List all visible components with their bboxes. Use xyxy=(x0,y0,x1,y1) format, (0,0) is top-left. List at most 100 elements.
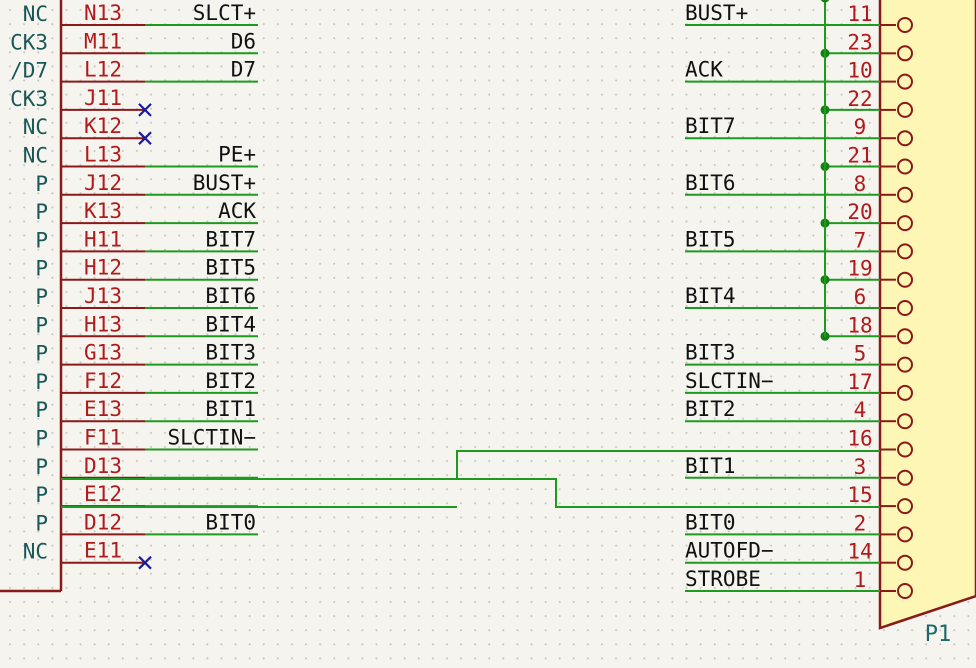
connector-pin-number: 21 xyxy=(847,144,872,168)
net-label: BIT5 xyxy=(205,256,256,280)
net-label: BIT3 xyxy=(205,341,256,365)
ic-pin-name: P xyxy=(35,342,48,366)
net-label: BUST+ xyxy=(193,171,256,195)
ic-pin-number: E11 xyxy=(84,539,122,563)
ic-pin-number: L12 xyxy=(84,58,122,82)
no-connect-icon xyxy=(138,555,152,570)
net-label: BIT2 xyxy=(205,369,256,393)
connector-reference: P1 xyxy=(925,622,952,647)
net-label: BIT7 xyxy=(685,114,736,138)
net-label: BIT1 xyxy=(205,397,256,421)
connector-pin-circle xyxy=(897,328,913,345)
ic-pin-name: NC xyxy=(23,540,48,564)
ic-pin-name: P xyxy=(35,483,48,507)
ic-pin-number: J11 xyxy=(84,86,122,110)
connector-pin-number: 18 xyxy=(847,313,872,337)
ic-pin-number: E12 xyxy=(84,482,122,506)
connector-pin-number: 2 xyxy=(854,511,867,535)
net-label: BIT6 xyxy=(205,284,256,308)
connector-pin-circle xyxy=(897,526,913,543)
ic-pin-name: P xyxy=(35,398,48,422)
ic-pin-number: H13 xyxy=(84,312,122,336)
net-label: BIT0 xyxy=(205,510,256,534)
ic-pin-name: NC xyxy=(23,115,48,139)
wire-d13-to-pin16 xyxy=(61,450,880,480)
ic-pin-name: P xyxy=(35,313,48,337)
connector-pins: 11BUST+2310ACK229BIT7218BIT6207BIT5196BI… xyxy=(685,1,913,599)
connector-pin-number: 5 xyxy=(854,342,867,366)
ic-pin-name: /D7 xyxy=(10,59,48,83)
connector-pin-circle xyxy=(897,583,913,599)
connector-pin-number: 7 xyxy=(854,228,867,252)
net-label: AUTOFD− xyxy=(685,539,774,563)
ic-pin-name: P xyxy=(35,511,48,535)
ic-pin-number: J13 xyxy=(84,284,122,308)
connector-pin-number: 19 xyxy=(847,257,872,281)
net-label: ACK xyxy=(685,58,723,82)
connector-pin-circle xyxy=(897,554,913,571)
ic-pin-number: G13 xyxy=(84,341,122,365)
ic-pin-name: P xyxy=(35,172,48,196)
connector-p1[interactable]: 11BUST+2310ACK229BIT7218BIT6207BIT5196BI… xyxy=(685,0,976,647)
connector-pin-number: 11 xyxy=(847,2,872,26)
ic-pin-number: N13 xyxy=(84,1,122,25)
net-label: D7 xyxy=(231,58,256,82)
ic-pin-name: CK3 xyxy=(10,30,48,54)
connector-pin-number: 8 xyxy=(854,172,867,196)
connector-pin-circle xyxy=(897,215,913,232)
net-label: D6 xyxy=(231,29,256,53)
connector-pin-number: 22 xyxy=(847,87,872,111)
ic-pin-name: NC xyxy=(23,144,48,168)
ic-pin-number: H12 xyxy=(84,256,122,280)
ic-pin-number: K13 xyxy=(84,199,122,223)
net-label: BIT3 xyxy=(685,341,736,365)
connector-pin-circle xyxy=(897,17,913,33)
net-label: BIT7 xyxy=(205,227,256,251)
ic-pin-name: P xyxy=(35,455,48,479)
connector-pin-circle xyxy=(897,158,913,175)
connector-pin-circle xyxy=(897,243,913,260)
net-label: ACK xyxy=(218,199,256,223)
connector-pin-number: 1 xyxy=(854,568,867,592)
connector-pin-circle xyxy=(897,130,913,147)
net-label: STROBE xyxy=(685,567,761,591)
crossing-wires[interactable] xyxy=(61,450,880,508)
ic-pin-number: M11 xyxy=(84,29,122,53)
connector-pin-number: 16 xyxy=(847,427,872,451)
connector-pin-circle xyxy=(897,73,913,90)
connector-pin-number: 10 xyxy=(847,59,872,83)
net-label: SLCT+ xyxy=(193,1,256,25)
ground-bus[interactable] xyxy=(820,0,830,337)
net-label: SLCTIN− xyxy=(685,369,774,393)
no-connect-icon xyxy=(138,103,152,117)
connector-pin-number: 4 xyxy=(854,398,867,422)
ic-pin-number: D12 xyxy=(84,510,122,534)
no-connect-icon xyxy=(138,131,152,145)
junction-dot xyxy=(820,0,830,3)
net-label: PE+ xyxy=(218,143,256,167)
net-label: BIT5 xyxy=(685,227,736,251)
ic-pin-number: K12 xyxy=(84,114,122,138)
ic-pin-number: F11 xyxy=(84,426,122,450)
net-label: BIT4 xyxy=(685,284,736,308)
connector-pin-number: 14 xyxy=(847,540,872,564)
connector-pin-circle xyxy=(897,101,913,118)
ic-pin-number: E13 xyxy=(84,397,122,421)
net-label: BIT6 xyxy=(685,171,736,195)
connector-pin-number: 20 xyxy=(847,200,872,224)
ic-pin-name: P xyxy=(35,370,48,394)
connector-pin-number: 3 xyxy=(854,455,867,479)
net-label: BIT0 xyxy=(685,510,736,534)
ic-pin-name: P xyxy=(35,228,48,252)
connector-pin-number: 23 xyxy=(847,30,872,54)
connector-pin-number: 15 xyxy=(847,483,872,507)
net-label: BIT4 xyxy=(205,312,256,336)
net-label: BIT1 xyxy=(685,454,736,478)
connector-pin-number: 17 xyxy=(847,370,872,394)
connector-pin-circle xyxy=(897,45,913,62)
connector-pin-number: 9 xyxy=(854,115,867,139)
connector-pin-circle xyxy=(897,413,913,430)
